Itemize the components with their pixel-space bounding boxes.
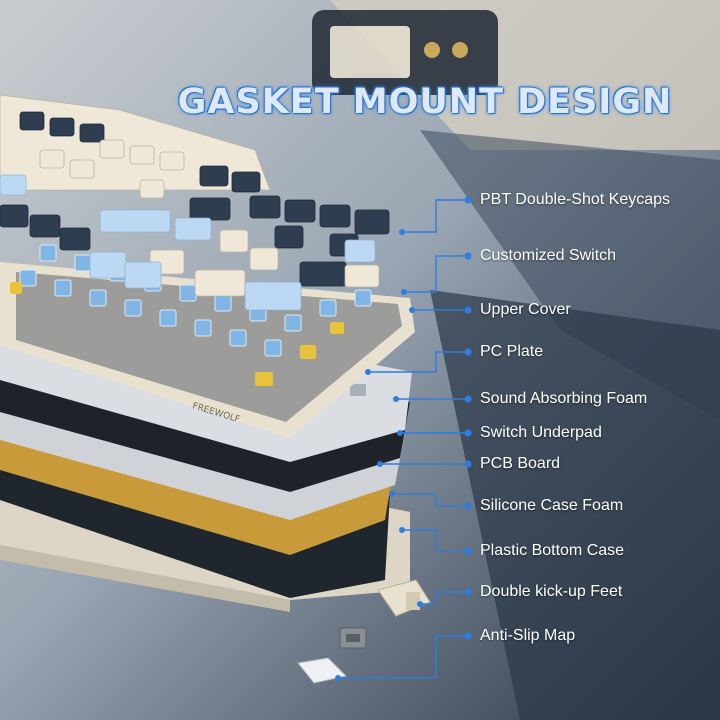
headline: GASKET MOUNT DESIGN bbox=[177, 82, 673, 122]
callout-silicone-foam: Silicone Case Foam bbox=[480, 497, 624, 514]
callout-bottom-case: Plastic Bottom Case bbox=[480, 542, 625, 559]
desk-radio bbox=[312, 10, 498, 95]
keycap-array bbox=[0, 94, 390, 311]
callout-sound-foam: Sound Absorbing Foam bbox=[480, 390, 648, 407]
callout-switch-underpad: Switch Underpad bbox=[480, 424, 602, 441]
callout-kickup-feet: Double kick-up Feet bbox=[480, 583, 623, 600]
usb-receiver bbox=[339, 627, 367, 649]
anti-slip-pad bbox=[297, 657, 348, 684]
callout-pc-plate: PC Plate bbox=[480, 343, 544, 360]
callout-anti-slip: Anti-Slip Map bbox=[480, 627, 576, 644]
callout-switch: Customized Switch bbox=[480, 247, 617, 264]
callout-dots bbox=[335, 196, 472, 681]
callout-keycaps: PBT Double-Shot Keycaps bbox=[480, 191, 671, 208]
callout-connectors bbox=[338, 199, 468, 679]
callout-upper-cover: Upper Cover bbox=[480, 301, 571, 318]
dark-floor bbox=[430, 290, 720, 720]
kick-up-foot bbox=[377, 579, 431, 617]
callout-pcb-board: PCB Board bbox=[480, 455, 561, 472]
